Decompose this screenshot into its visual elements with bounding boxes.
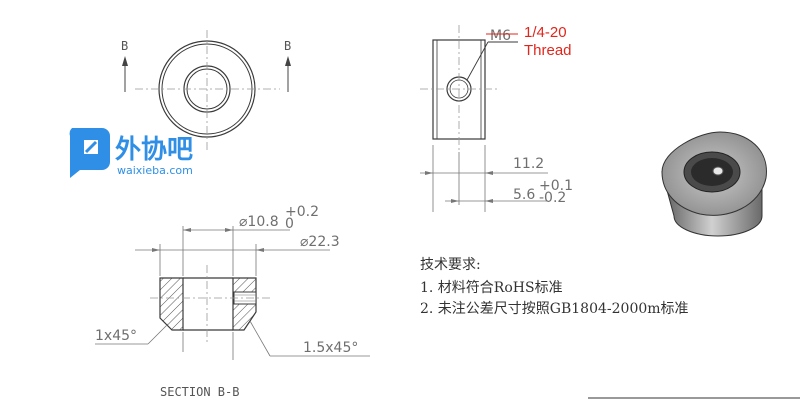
- dim-outer-dia: ⌀22.3: [300, 234, 340, 250]
- dim-inner-dia: ⌀10.8: [239, 214, 279, 230]
- section-title: SECTION B-B: [160, 385, 239, 399]
- side-view: [420, 25, 548, 212]
- dim-inner-dia-tol: +0.2: [285, 204, 319, 220]
- notes-title: 技术要求:: [420, 257, 481, 273]
- dim-hole-pos-tol-plus: +0.1: [539, 178, 573, 194]
- dim-inner-dia-tol2: 0: [285, 216, 294, 232]
- logo-name: 外协吧: [115, 135, 193, 165]
- section-mark-right: B: [284, 39, 291, 53]
- logo-icon: [69, 128, 110, 178]
- dim-hole-pos: 5.6: [513, 187, 535, 203]
- front-view: [122, 30, 291, 150]
- dim-chamfer-right: 1.5x45°: [303, 340, 358, 356]
- notes-item-1: 1. 材料符合RoHS标准: [420, 280, 563, 296]
- thread-callout-line1: 1/4-20: [524, 24, 567, 41]
- logo: 外协吧 waixieba.com: [69, 128, 193, 178]
- dim-length: 11.2: [513, 156, 544, 172]
- notes-item-2: 2. 未注公差尺寸按照GB1804-2000m标准: [420, 301, 689, 317]
- section-mark-left: B: [121, 39, 128, 53]
- thread-callout-line2: Thread: [524, 42, 572, 59]
- isometric-view: [661, 131, 767, 237]
- dim-chamfer-left: 1x45°: [95, 328, 137, 344]
- dim-hole-pos-tol-minus: -0.2: [539, 190, 566, 206]
- logo-url: waixieba.com: [117, 164, 193, 177]
- thread-struck-label: M6: [490, 28, 511, 44]
- section-view: [95, 226, 370, 360]
